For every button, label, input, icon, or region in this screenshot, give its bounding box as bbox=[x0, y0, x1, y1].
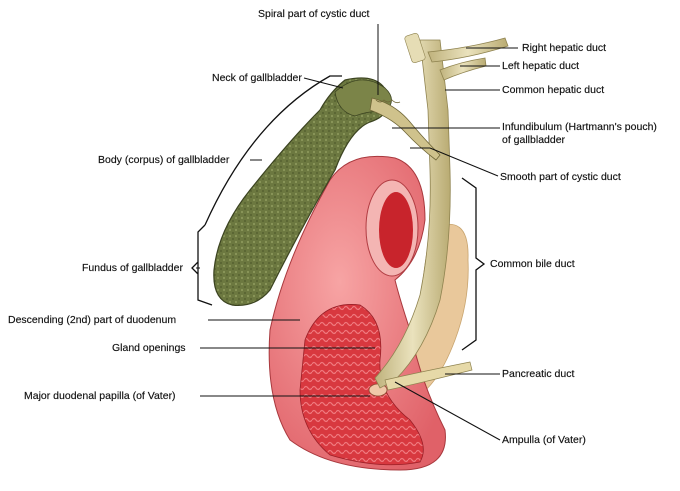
label-ampulla: Ampulla (of Vater) bbox=[502, 434, 586, 446]
label-fundus-gallbladder: Fundus of gallbladder bbox=[82, 262, 183, 274]
gallbladder bbox=[213, 77, 390, 307]
left-hepatic-branch bbox=[439, 57, 487, 81]
right-hepatic-branch bbox=[427, 37, 509, 63]
label-left-hepatic-duct: Left hepatic duct bbox=[502, 60, 580, 72]
leader-lines bbox=[196, 24, 518, 441]
label-body-gallbladder: Body (corpus) of gallbladder bbox=[98, 154, 230, 166]
label-gland-openings: Gland openings bbox=[112, 342, 186, 354]
label-common-hepatic-duct: Common hepatic duct bbox=[502, 84, 605, 96]
label-smooth-cystic-duct: Smooth part of cystic duct bbox=[500, 171, 621, 183]
label-major-papilla: Major duodenal papilla (of Vater) bbox=[24, 390, 176, 402]
label-pancreatic-duct: Pancreatic duct bbox=[502, 368, 575, 380]
label-infundibulum-line1: Infundibulum (Hartmann's pouch) bbox=[502, 121, 657, 133]
pancreatic-duct bbox=[384, 361, 473, 391]
fundus-bracket bbox=[191, 224, 213, 306]
cystic-duct bbox=[369, 97, 441, 161]
common-bile-duct-bracket bbox=[461, 177, 486, 351]
label-descending-duodenum: Descending (2nd) part of duodenum bbox=[8, 314, 177, 326]
label-right-hepatic-duct: Right hepatic duct bbox=[522, 42, 607, 54]
label-neck-gallbladder: Neck of gallbladder bbox=[212, 72, 302, 84]
duodenum-mucosa bbox=[299, 304, 424, 466]
label-common-bile-duct: Common bile duct bbox=[490, 258, 575, 270]
label-spiral-cystic-duct: Spiral part of cystic duct bbox=[258, 8, 370, 20]
label-infundibulum-line2: of gallbladder bbox=[502, 134, 566, 146]
